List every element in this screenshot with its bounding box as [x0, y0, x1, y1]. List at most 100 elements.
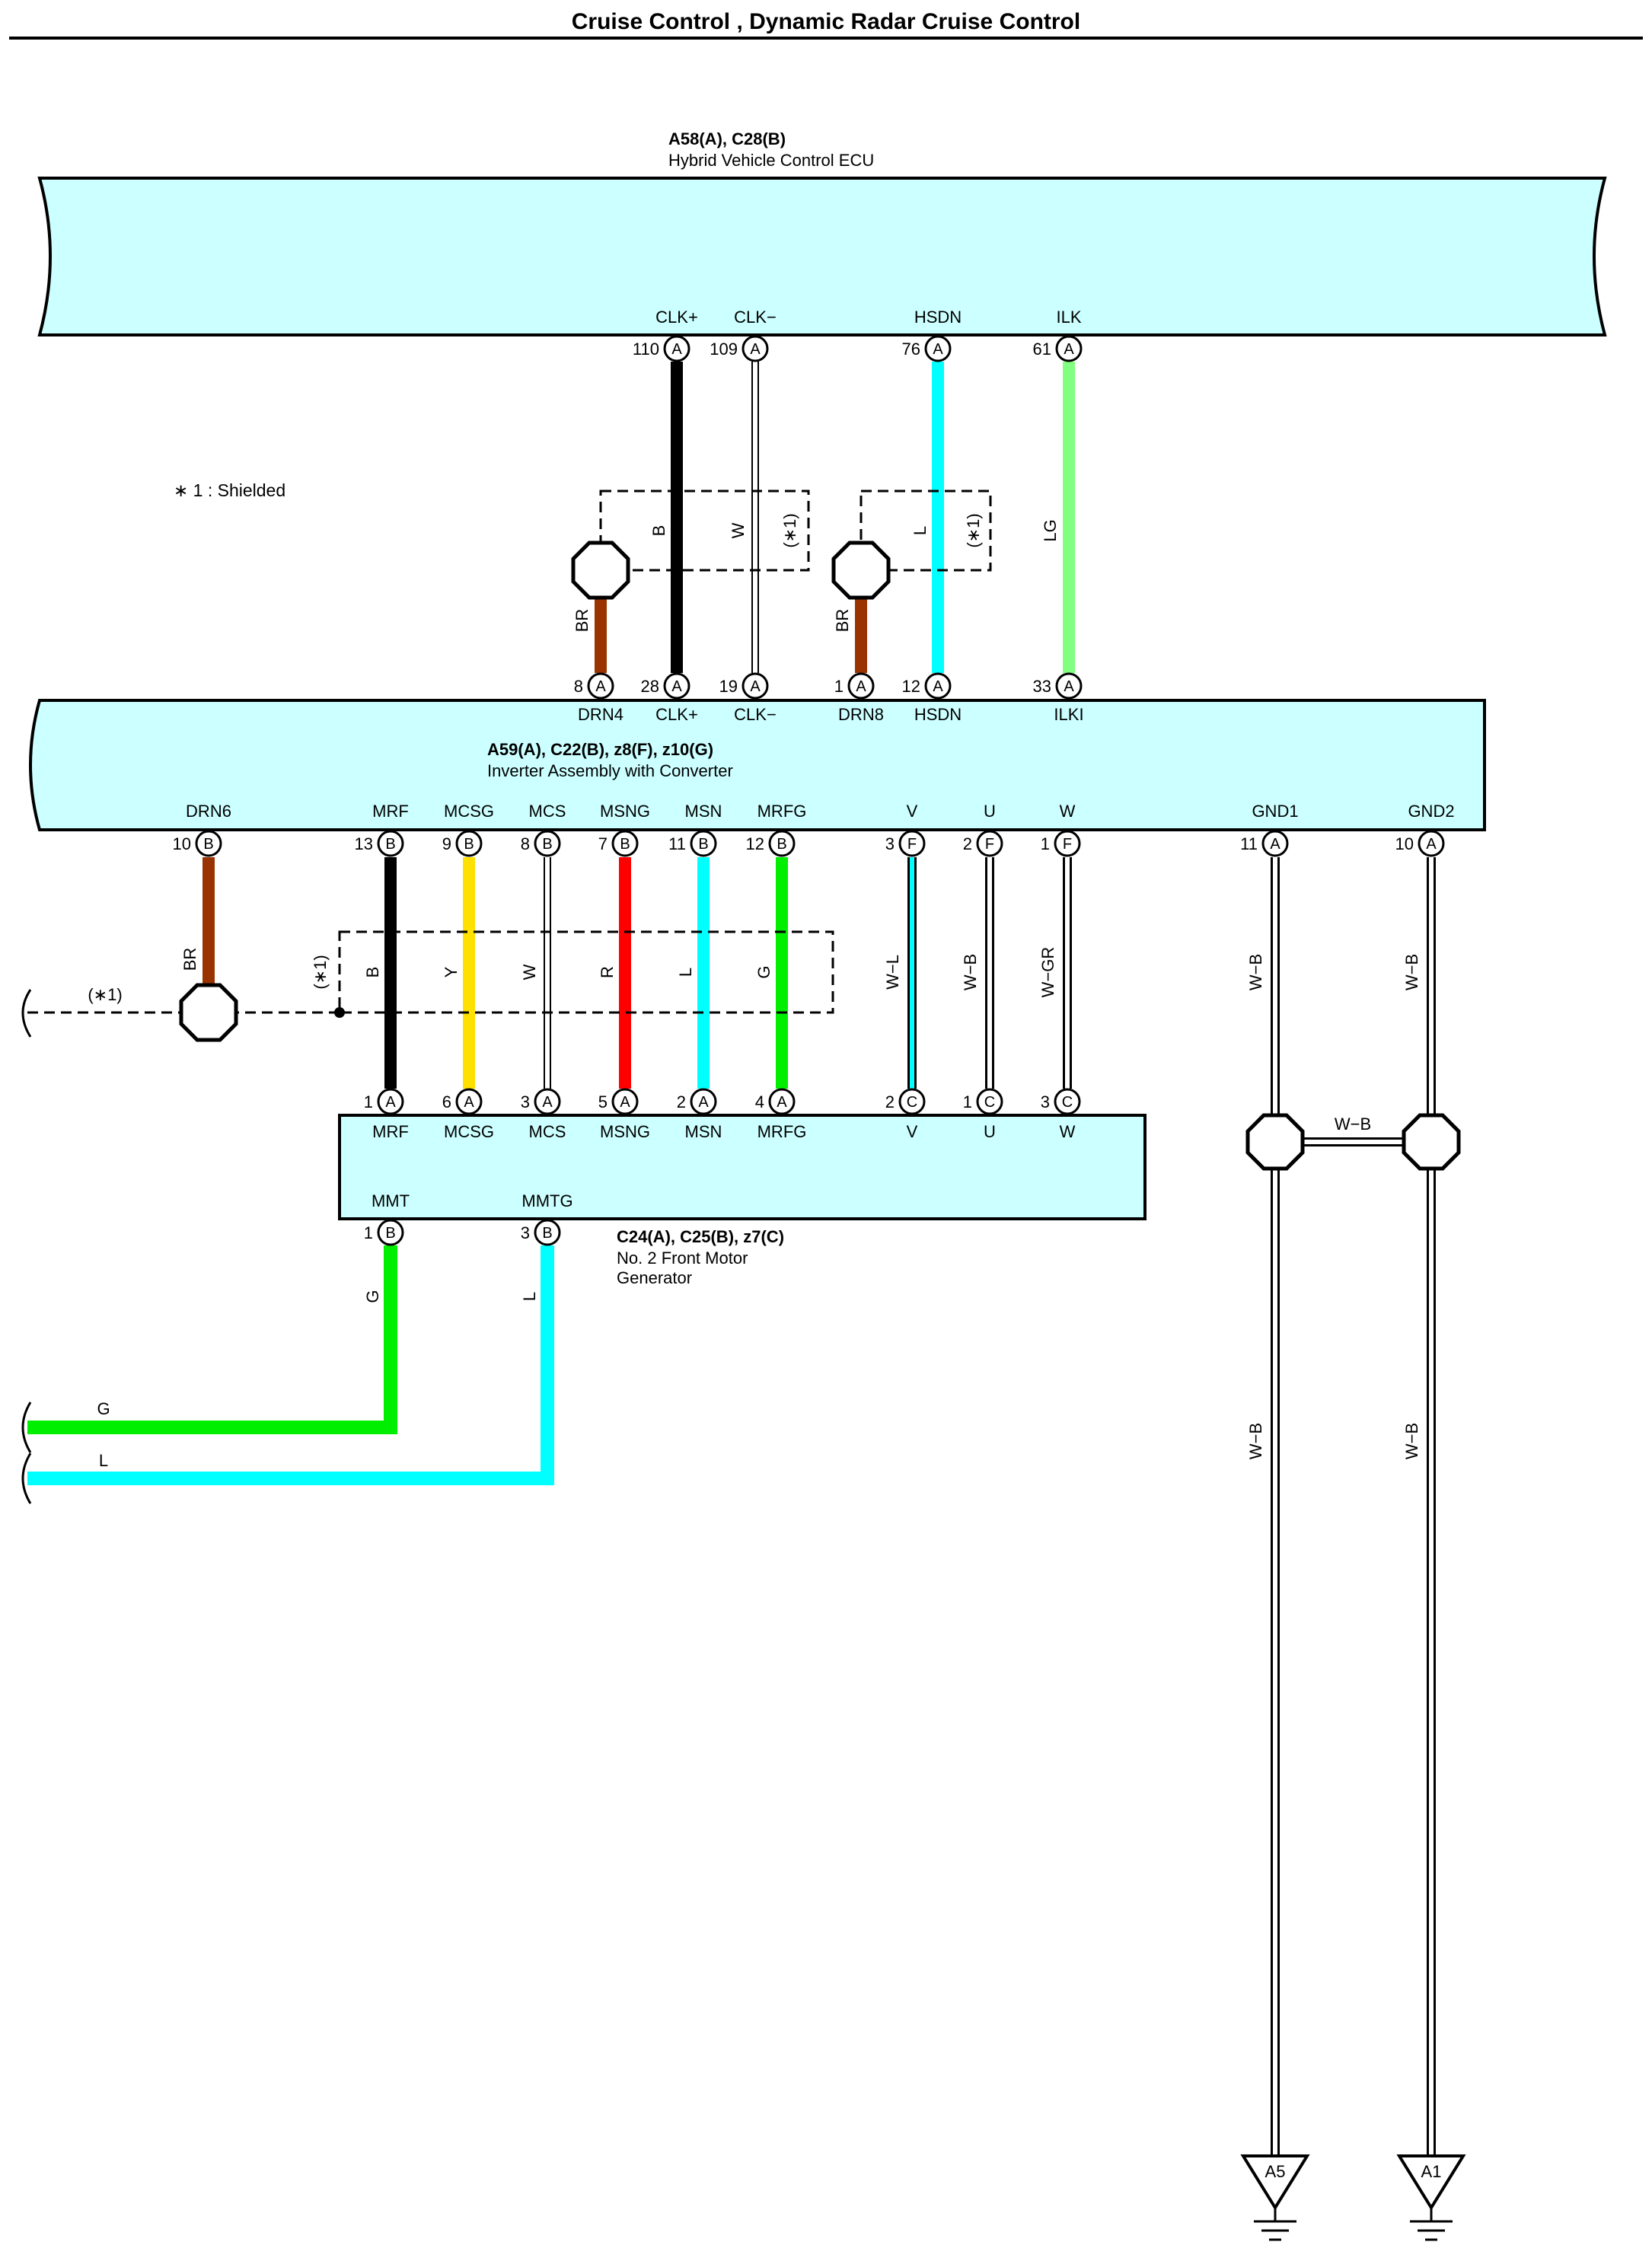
- wire-label: G: [754, 965, 773, 978]
- pin-number: 11: [1240, 834, 1258, 853]
- wire-mmt: [27, 1245, 397, 1434]
- pin-label: DRN8: [838, 705, 884, 724]
- pin-circle: [847, 672, 875, 700]
- page-title: Cruise Control , Dynamic Radar Cruise Co…: [572, 9, 1080, 34]
- pin-conn: A: [933, 341, 943, 358]
- pin-conn: C: [907, 1094, 917, 1111]
- pin-label: DRN6: [186, 802, 231, 821]
- pin-circle: [690, 830, 717, 857]
- pin-conn: F: [1063, 836, 1072, 853]
- ecu-name: Hybrid Vehicle Control ECU: [668, 151, 874, 170]
- shield-label: (∗1): [88, 985, 122, 1004]
- pin-circle: [690, 1088, 717, 1115]
- pin-number: 5: [598, 1092, 608, 1111]
- pin-number: 9: [442, 834, 451, 853]
- pin-number: 3: [885, 834, 895, 853]
- pin-conn: B: [698, 836, 708, 853]
- pin-number: 8: [574, 677, 583, 696]
- motor-code: C24(A), C25(B), z7(C): [617, 1227, 784, 1246]
- pin-number: 2: [963, 834, 972, 853]
- shield-label: (∗1): [311, 955, 330, 989]
- pin-conn: A: [620, 1094, 630, 1111]
- pin-label: MMT: [372, 1191, 410, 1210]
- pin-number: 110: [633, 340, 659, 359]
- pin-conn: A: [750, 678, 761, 695]
- pin-label: MCSG: [444, 1122, 494, 1141]
- pin-circle: [768, 1088, 796, 1115]
- pin-conn: A: [464, 1094, 474, 1111]
- pin-conn: A: [750, 341, 761, 358]
- pin-conn: F: [907, 836, 917, 853]
- wire-label: W−B: [1246, 954, 1265, 990]
- pin-number: 8: [521, 834, 530, 853]
- pin-circle: [1261, 830, 1289, 857]
- pin-number: 19: [719, 677, 738, 696]
- pin-circle: [768, 830, 796, 857]
- pin-number: 10: [1395, 834, 1414, 853]
- shield-ground-hsdn: [831, 541, 891, 600]
- shielded-note: ∗ 1 : Shielded: [174, 480, 285, 500]
- pin-circle: [898, 1088, 926, 1115]
- pin-conn: A: [385, 1094, 396, 1111]
- ground-triangle-a5: [1240, 2154, 1310, 2211]
- pin-conn: A: [1270, 836, 1280, 853]
- pin-label: ILKI: [1054, 705, 1083, 724]
- pin-circle: [898, 830, 926, 857]
- pin-label: MSNG: [600, 802, 650, 821]
- pin-number: 3: [1041, 1092, 1050, 1111]
- pin-conn: B: [620, 836, 630, 853]
- motor-name-line1: No. 2 Front Motor: [617, 1248, 748, 1268]
- pin-circle: [534, 1088, 561, 1115]
- pin-circle: [1055, 335, 1083, 362]
- pin-label: W: [1060, 1122, 1076, 1141]
- pin-label: MCSG: [444, 802, 494, 821]
- pin-circle: [455, 830, 483, 857]
- output-wires: [27, 1245, 554, 1485]
- pin-number: 1: [364, 1223, 373, 1242]
- wire-mmtg: [27, 1245, 554, 1485]
- pin-conn: B: [385, 836, 395, 853]
- pin-label: MRF: [372, 1122, 409, 1141]
- shield-ground-drn6: [179, 983, 238, 1042]
- ground-symbol-a5: [1240, 2154, 1310, 2241]
- pin-number: 1: [963, 1092, 972, 1111]
- pin-circle: [534, 830, 561, 857]
- wire-label: W: [520, 964, 539, 980]
- shield-box-sensor: [338, 930, 834, 1014]
- pin-circle: [534, 1219, 561, 1246]
- pin-circle: [924, 672, 952, 700]
- pin-number: 109: [710, 340, 738, 359]
- pin-circle: [663, 335, 690, 362]
- pin-conn: B: [542, 1225, 552, 1242]
- shield-lower: [27, 930, 834, 1014]
- splice-gnd2: [1402, 1113, 1461, 1171]
- pin-label: MSN: [685, 1122, 722, 1141]
- pin-label: DRN4: [578, 705, 623, 724]
- wire-label: W−B: [1402, 1423, 1421, 1459]
- pin-conn: B: [464, 836, 474, 853]
- pin-numbers: 110 109 76 61 8 28 19 1 12 33 10 13 9 8 …: [173, 340, 1414, 1242]
- pin-circle: [741, 335, 769, 362]
- pin-label: GND1: [1252, 802, 1298, 821]
- pin-circle: [587, 672, 614, 700]
- wire-label: W−L: [883, 955, 902, 990]
- pin-number: 13: [355, 834, 373, 853]
- wire-label: L: [520, 1292, 539, 1301]
- pin-number: 1: [834, 677, 844, 696]
- pin-conn: F: [985, 836, 994, 853]
- pin-conn: B: [777, 836, 786, 853]
- pin-circle: [455, 1088, 483, 1115]
- pin-conn: A: [777, 1094, 787, 1111]
- pin-number: 4: [755, 1092, 764, 1111]
- pin-label: W: [1060, 802, 1076, 821]
- inverter-box: [29, 699, 1486, 831]
- shield-box-clk: [599, 490, 810, 572]
- ground-symbol-a1: [1396, 2154, 1466, 2241]
- pin-conn: A: [1064, 678, 1074, 695]
- pin-conn: A: [698, 1094, 709, 1111]
- motor-box: [338, 1114, 1147, 1220]
- wire-label: W−B: [1335, 1115, 1371, 1134]
- pin-conn: A: [671, 678, 682, 695]
- wire-color-labels: B W L LG (∗1) (∗1) BR BR BR B Y W R L G …: [88, 513, 1421, 1470]
- wire-label: W−B: [1246, 1423, 1265, 1459]
